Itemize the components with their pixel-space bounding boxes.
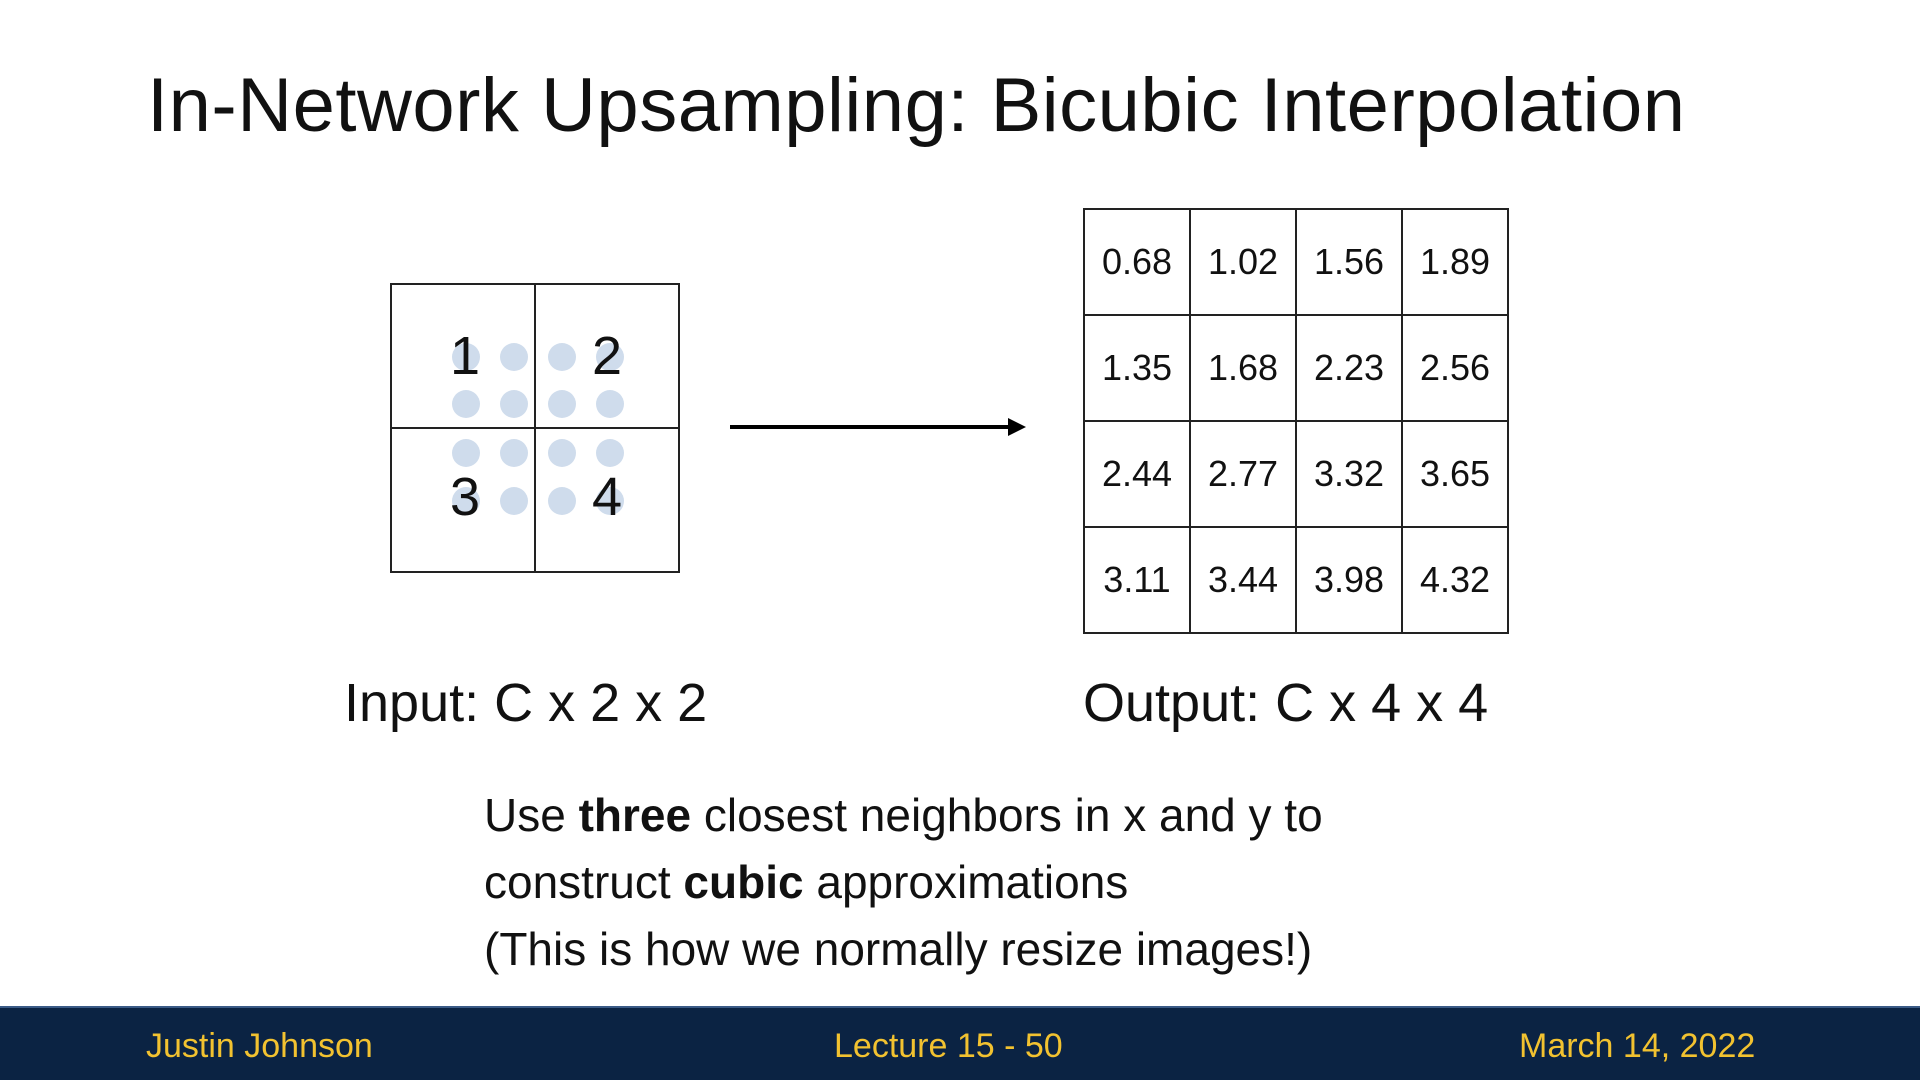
output-cell: 3.32 xyxy=(1295,420,1403,528)
output-cell: 3.44 xyxy=(1189,526,1297,634)
output-cell: 2.23 xyxy=(1295,314,1403,422)
footer-date: March 14, 2022 xyxy=(1519,1027,1756,1065)
slide-title: In-Network Upsampling: Bicubic Interpola… xyxy=(147,63,1686,148)
sample-dot xyxy=(596,487,624,515)
output-cell: 1.68 xyxy=(1189,314,1297,422)
output-cell: 1.89 xyxy=(1401,208,1509,316)
text-span: Use xyxy=(484,789,579,841)
sample-dot xyxy=(500,390,528,418)
sample-dot xyxy=(548,390,576,418)
bold-text: cubic xyxy=(683,856,804,908)
sample-dot xyxy=(596,439,624,467)
description-line: construct cubic approximations xyxy=(484,849,1323,916)
output-cell: 2.44 xyxy=(1083,420,1191,528)
sample-dot xyxy=(548,487,576,515)
text-span: construct xyxy=(484,856,684,908)
sample-dot xyxy=(500,487,528,515)
output-cell: 3.11 xyxy=(1083,526,1191,634)
output-cell: 0.68 xyxy=(1083,208,1191,316)
output-cell: 2.77 xyxy=(1189,420,1297,528)
sample-dot xyxy=(452,390,480,418)
arrow-head-icon xyxy=(1008,418,1026,436)
sample-dot xyxy=(500,343,528,371)
input-cell-value: 2 xyxy=(592,326,623,386)
sample-dot xyxy=(452,343,480,371)
sample-dot xyxy=(500,439,528,467)
text-span: closest neighbors in x and y to xyxy=(691,789,1323,841)
footer-author: Justin Johnson xyxy=(146,1027,373,1065)
output-cell: 2.56 xyxy=(1401,314,1509,422)
sample-dot xyxy=(452,439,480,467)
output-cell: 4.32 xyxy=(1401,526,1509,634)
input-cell-value: 3 xyxy=(450,467,481,527)
output-cell: 3.98 xyxy=(1295,526,1403,634)
output-cell: 1.35 xyxy=(1083,314,1191,422)
text-span: approximations xyxy=(803,856,1129,908)
description-line: Use three closest neighbors in x and y t… xyxy=(484,782,1323,849)
description-text: Use three closest neighbors in x and y t… xyxy=(484,782,1323,983)
footer-bar: Justin Johnson Lecture 15 - 50 March 14,… xyxy=(0,1006,1920,1080)
output-cell: 3.65 xyxy=(1401,420,1509,528)
input-label: Input: C x 2 x 2 xyxy=(344,673,708,733)
bold-text: three xyxy=(578,789,692,841)
description-line: (This is how we normally resize images!) xyxy=(484,923,1313,975)
arrow-shaft xyxy=(730,425,1010,429)
input-cell-value: 4 xyxy=(592,467,623,527)
sample-dot xyxy=(548,439,576,467)
sample-dot xyxy=(596,390,624,418)
output-cell: 1.56 xyxy=(1295,208,1403,316)
footer-lecture: Lecture 15 - 50 xyxy=(834,1027,1063,1065)
input-cell-value: 1 xyxy=(450,326,481,386)
sample-dot xyxy=(596,343,624,371)
sample-dot xyxy=(548,343,576,371)
output-cell: 1.02 xyxy=(1189,208,1297,316)
output-label: Output: C x 4 x 4 xyxy=(1083,673,1489,733)
sample-dot xyxy=(452,487,480,515)
grid-divider-horizontal xyxy=(392,427,678,429)
input-grid: 1 2 3 4 xyxy=(390,283,680,573)
